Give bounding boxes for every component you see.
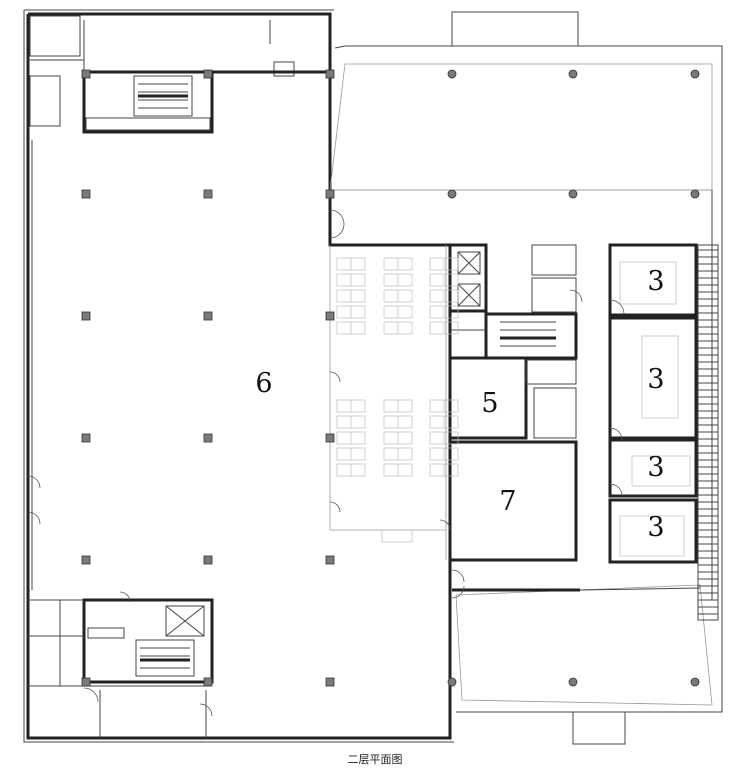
bottom-service-block <box>28 598 214 687</box>
round-column <box>447 677 457 687</box>
square-column <box>325 69 335 79</box>
round-column <box>690 69 700 79</box>
round-column <box>568 677 578 687</box>
side-stair <box>698 249 718 615</box>
square-column <box>203 189 213 199</box>
room-label-3c: 3 <box>647 452 664 483</box>
square-column <box>325 677 335 687</box>
square-column <box>325 189 335 199</box>
square-column <box>325 555 335 565</box>
square-column <box>203 311 213 321</box>
room-label-5: 5 <box>481 388 498 419</box>
exterior-walls <box>23 9 723 745</box>
round-column <box>690 677 700 687</box>
doors <box>27 209 625 717</box>
room-label-7: 7 <box>499 486 516 517</box>
counter <box>381 529 413 543</box>
room-label-6: 6 <box>255 368 272 399</box>
square-column <box>325 311 335 321</box>
square-column <box>81 677 91 687</box>
square-column <box>203 555 213 565</box>
square-column <box>203 69 213 79</box>
plan-caption: 二层平面图 <box>347 753 403 766</box>
top-service-block <box>28 15 330 134</box>
square-column <box>81 311 91 321</box>
round-column <box>568 69 578 79</box>
round-column <box>447 69 457 79</box>
square-column <box>81 433 91 443</box>
central-core <box>448 243 578 562</box>
structural-columns <box>81 69 700 687</box>
round-column <box>447 189 457 199</box>
square-column <box>203 433 213 443</box>
square-column <box>203 677 213 687</box>
room-labels: 6 5 7 3 3 3 3 <box>255 266 664 543</box>
room-label-3a: 3 <box>647 266 664 297</box>
room-label-3b: 3 <box>647 364 664 395</box>
square-column <box>325 433 335 443</box>
round-column <box>568 189 578 199</box>
workstation-area <box>336 257 459 543</box>
meeting-rooms <box>608 243 719 621</box>
square-column <box>81 69 91 79</box>
floor-plan: 6 5 7 3 3 3 3 <box>23 9 723 745</box>
round-column <box>690 189 700 199</box>
room-label-3d: 3 <box>647 512 664 543</box>
square-column <box>81 555 91 565</box>
square-column <box>81 189 91 199</box>
